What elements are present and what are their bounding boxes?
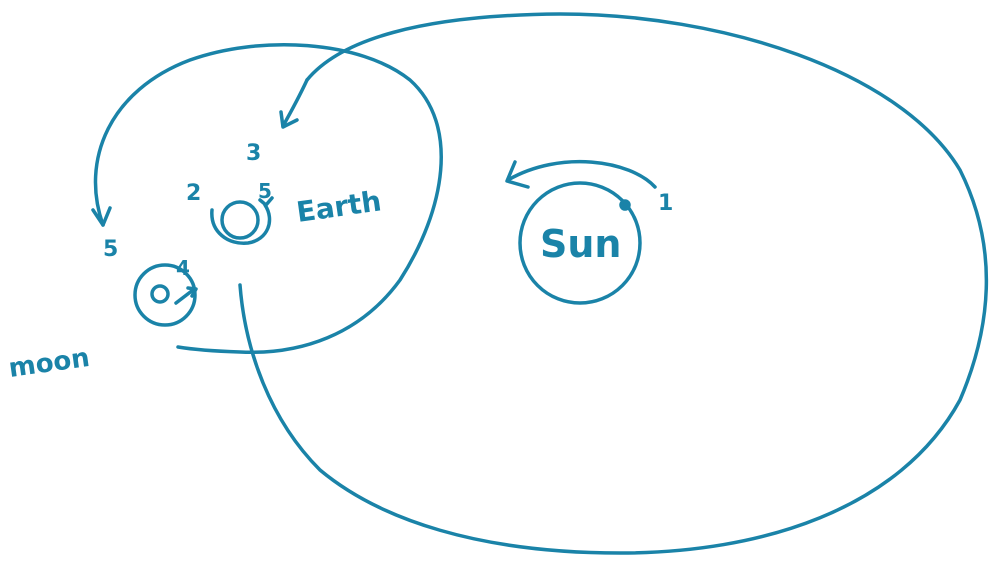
step-number-1: 1	[658, 191, 673, 216]
earth-body	[222, 202, 258, 238]
sun-marker-dot	[621, 201, 629, 209]
step-number-4: 4	[176, 256, 190, 280]
earth-orbit-path	[240, 14, 986, 553]
step-number-5-earth: 5	[258, 179, 272, 203]
step-number-3: 3	[246, 141, 261, 166]
sun-label: Sun	[540, 222, 621, 266]
moon-label: moon	[7, 343, 92, 384]
moon-body	[152, 286, 168, 302]
step-number-2: 2	[186, 181, 201, 206]
earth-label: Earth	[294, 184, 383, 229]
step-number-5-left: 5	[103, 237, 118, 262]
